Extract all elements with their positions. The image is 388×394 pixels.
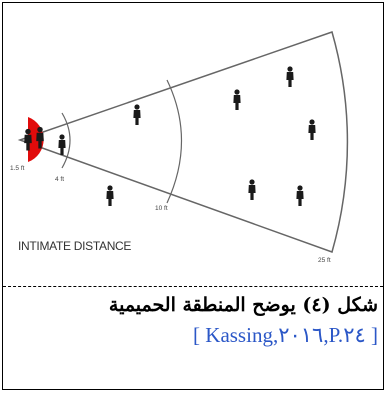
label-4ft: 4 ft <box>55 176 64 183</box>
person-icon <box>58 134 66 155</box>
person-icon <box>308 119 316 140</box>
proxemics-diagram: 1.5 ft 4 ft 10 ft 25 ft INTIMATE DISTANC… <box>10 31 349 264</box>
zone-arc-10ft <box>166 79 183 204</box>
person-icon <box>133 104 141 125</box>
caption-divider <box>3 286 383 287</box>
diagram-title: INTIMATE DISTANCE <box>18 239 131 253</box>
person-icon <box>233 89 241 110</box>
caption-title: شكل (٤) يوضح المنطقة الحميمية <box>108 294 378 316</box>
person-icon <box>24 128 32 151</box>
caption: شكل (٤) يوضح المنطقة الحميمية [ Kassing,… <box>0 288 388 392</box>
person-icon <box>106 185 114 206</box>
caption-citation: [ Kassing,٢٠١٦,P.٢٤ ] <box>193 323 378 347</box>
person-icon <box>248 179 256 200</box>
label-25ft: 25 ft <box>318 257 331 264</box>
person-icon <box>296 185 304 206</box>
person-icon <box>286 66 294 87</box>
label-1-5ft: 1.5 ft <box>10 165 25 172</box>
outer-wedge <box>17 31 349 253</box>
label-10ft: 10 ft <box>155 205 168 212</box>
zone-arc-4ft <box>61 112 71 169</box>
figure-frame <box>2 2 384 390</box>
person-icon <box>36 126 44 149</box>
